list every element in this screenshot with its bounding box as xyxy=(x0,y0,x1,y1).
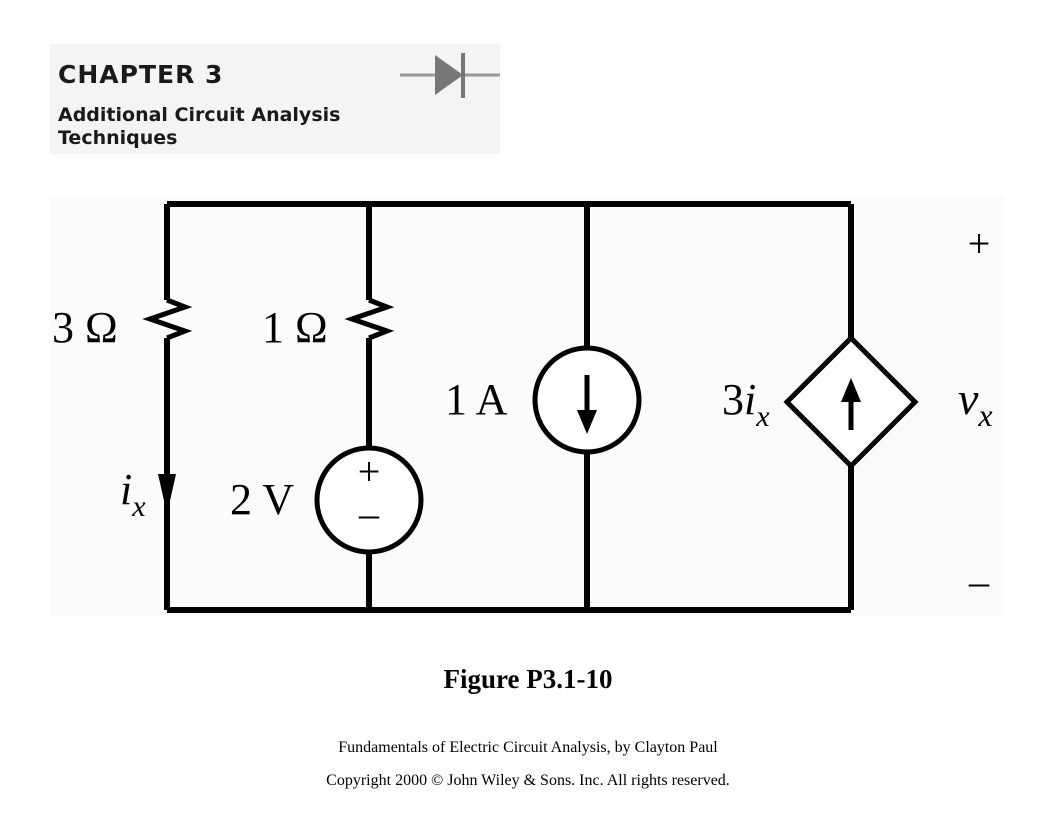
chapter-banner xyxy=(50,44,500,154)
label-dependent-source: 3ix xyxy=(722,375,770,433)
banner-graphic xyxy=(50,44,500,154)
voltage-plus-sign: + xyxy=(968,221,991,266)
footer-copyright: Copyright 2000 © John Wiley & Sons. Inc.… xyxy=(326,772,730,789)
figure-caption: Figure P3.1-10 xyxy=(443,664,613,694)
current-source-arrowhead-icon xyxy=(577,410,597,434)
voltage-minus-sign: – xyxy=(968,559,990,604)
voltage-source-plus: + xyxy=(358,449,381,494)
resistor-1ohm xyxy=(344,297,395,341)
circuit-wires xyxy=(164,201,854,613)
label-voltage-vx: vx xyxy=(958,373,993,433)
chapter-title: CHAPTER 3 xyxy=(58,60,224,89)
label-3-ohm: 3 Ω xyxy=(52,303,118,352)
label-1-a: 1 A xyxy=(445,375,508,424)
label-1-ohm: 1 Ω xyxy=(262,303,328,352)
label-2-v: 2 V xyxy=(230,475,294,524)
chapter-subtitle-line1: Additional Circuit Analysis xyxy=(58,104,341,126)
label-current-ix: ix xyxy=(120,465,146,523)
chapter-subtitle-line2: Techniques xyxy=(58,127,178,149)
voltage-source-minus: – xyxy=(358,491,380,536)
resistor-3ohm xyxy=(142,297,193,341)
footer-book-title: Fundamentals of Electric Circuit Analysi… xyxy=(338,739,718,756)
dependent-source-arrowhead-icon xyxy=(841,378,861,402)
voltage-source-2v xyxy=(314,445,424,555)
current-arrow-icon xyxy=(158,474,176,514)
diode-icon xyxy=(400,53,500,98)
